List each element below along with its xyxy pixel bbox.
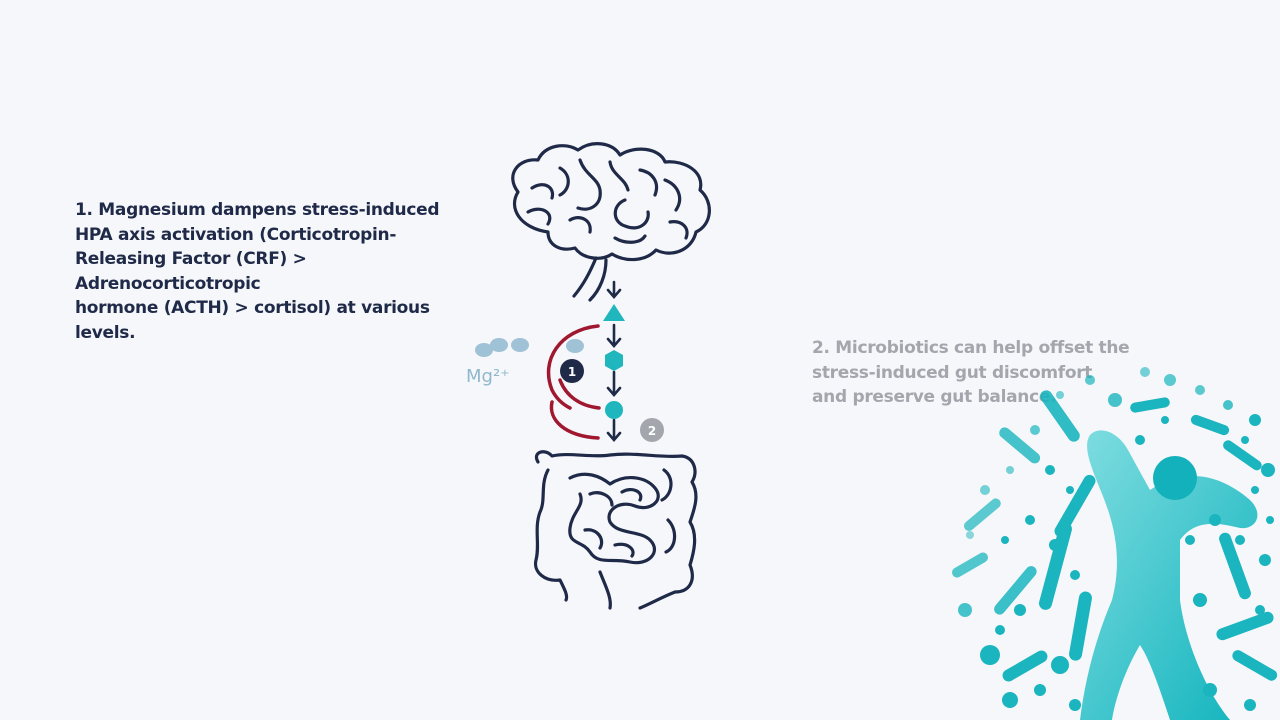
cortisol-dot-icon [605,401,623,419]
magnesium-inhibition-arcs [546,324,601,440]
note-microbiotics: 2. Microbiotics can help offset the stre… [812,338,1130,407]
marker-1-badge: 1 [560,359,584,383]
mg-ion-label: Mg²⁺ [466,366,510,387]
note-magnesium-hpa: 1. Magnesium dampens stress-induced HPA … [75,200,440,343]
marker-2-label: 2 [648,424,656,438]
brain-icon [511,142,711,302]
marker-2-badge: 2 [640,418,664,442]
microbiota-cluster-icon [952,367,1278,720]
magnesium-ions-icon [475,338,584,357]
acth-hexagon-icon [605,350,623,371]
crf-triangle-icon [603,304,625,321]
hpa-axis-arrows [606,280,622,442]
marker-1-label: 1 [568,365,576,379]
intestine-icon [533,450,698,610]
